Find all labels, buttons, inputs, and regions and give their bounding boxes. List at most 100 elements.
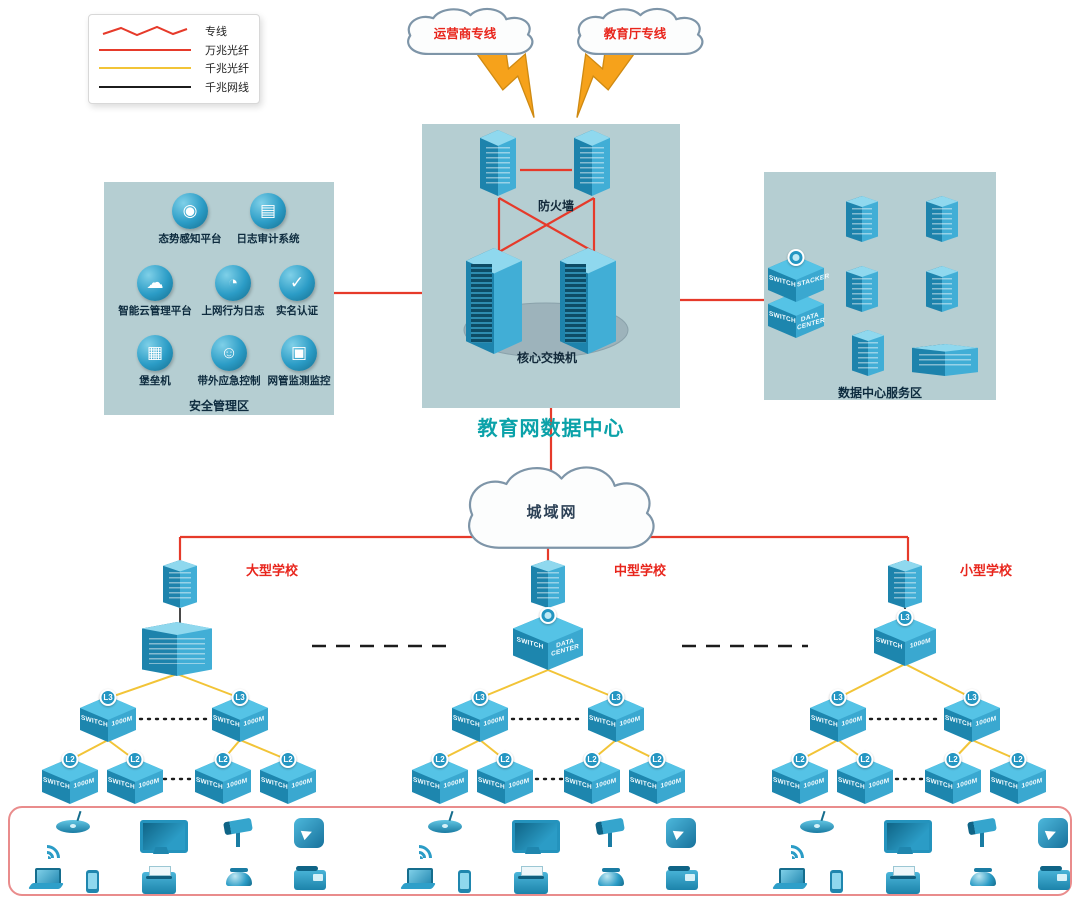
switch-face-label: SWITCH [565,775,592,791]
l2-switch: L2 SWITCH 1000M [925,751,981,804]
fiber-1g-sample [99,67,191,70]
legend-row: 专线 [99,23,249,39]
switch-face-label: SWITCH [773,775,800,791]
switch-face-label: 1000M [975,714,997,728]
switch-face-label: 1000M [956,776,978,790]
wifi-arc [415,854,425,864]
core-switch-left [466,248,522,354]
l2-switch: L2 SWITCH 1000M [564,751,620,804]
legend-label: 千兆光纤 [205,63,249,76]
laptop-icon [774,868,806,890]
legend: 专线 万兆光纤 千兆光纤 千兆网线 [88,14,260,104]
switch-face-label: 1000M [868,776,890,790]
switch-face-label: DATA CENTER [551,637,580,659]
security-item-label: 带外应急控制 [197,375,261,387]
l3-badge-icon: L3 [963,689,981,706]
vent-grill [851,277,873,305]
l3-badge-icon: L3 [829,689,847,706]
switch-face-label: SWITCH [517,636,544,652]
switch-face-label: 1000M [803,776,825,790]
security-item-label: 日志审计系统 [236,233,300,245]
man-cloud-label: 城域网 [526,504,578,521]
vent-grill [537,572,559,601]
switch-face-label: SWITCH [945,713,972,729]
l3-switch: L3 SWITCH 1000M [944,689,1000,742]
education-cloud-shape [578,9,702,54]
l3-badge-icon: L3 [99,689,117,706]
wifi-arc [787,854,797,864]
l2-badge-icon: L2 [944,751,962,768]
laptop-icon [30,868,62,890]
server-tower [846,196,878,242]
l3-badge-icon: L3 [607,689,625,706]
l3-aggregation-switch: L3 SWITCH 1000M [874,609,936,666]
vent-grill [580,147,604,186]
core-switch-right [560,248,616,354]
cloud-management-icon: ☁ [137,265,173,301]
switch-face-label: 1000M [111,714,133,728]
l2-badge-icon: L2 [214,751,232,768]
vent-grill [149,638,205,665]
server-tower [852,330,884,376]
smartphone-icon [458,870,471,893]
core-switch-label: 核心交换机 [516,351,577,365]
security-item-label: 态势感知平台 [158,233,222,245]
l2-badge-icon: L2 [496,751,514,768]
l2-badge-icon: L2 [648,751,666,768]
security-item-label: 上网行为日志 [201,305,265,317]
real-name-auth-icon: ✓ [279,265,315,301]
web-behavior-log-icon: ◔ [215,265,251,301]
wireless-ap-icon [428,820,462,833]
vent-grill [486,147,510,186]
firewall-label: 防火墙 [537,199,574,213]
l2-switch: L2 SWITCH 1000M [42,751,98,804]
l3-badge-icon: L3 [471,689,489,706]
switch-face-label: SWITCH [196,775,223,791]
server-tower [926,196,958,242]
l2-badge-icon: L2 [856,751,874,768]
switch-face-label: 1000M [483,714,505,728]
smartphone-icon [86,870,99,893]
fax-machine-icon [666,866,698,890]
smartphone-icon [830,870,843,893]
server-tower [846,266,878,312]
printer-icon [142,866,176,894]
paper-plane-icon [1038,818,1068,848]
l2-switch: L2 SWITCH 1000M [837,751,893,804]
datacenter-panel [422,124,680,408]
l2-badge-icon: L2 [126,751,144,768]
l2-switch: L2 SWITCH 1000M [629,751,685,804]
vent-grill [931,207,953,235]
switch-face-label: 1000M [619,714,641,728]
switch-face-label: SWITCH [769,273,796,289]
switch-face-label: SWITCH [81,713,108,729]
switch-face-label: STACKER [797,272,830,289]
security-item-label: 智能云管理平台 [118,305,192,317]
switch-face-label: SWITCH [589,713,616,729]
switch-face-label: 1000M [226,776,248,790]
switch-face-label: SWITCH [261,775,288,791]
paper-plane-icon [666,818,696,848]
switch-face-label: DATA CENTER [797,311,826,332]
switch-face-label: SWITCH [478,775,505,791]
vent-grill [894,572,916,601]
school-server [531,560,565,608]
hub-badge-icon [539,607,557,624]
wireless-ap-icon [800,820,834,833]
storage-array [912,344,978,376]
fiber-10g-sample [99,48,191,51]
switch-face-label: SWITCH [926,775,953,791]
l2-badge-icon: L2 [1009,751,1027,768]
l2-badge-icon: L2 [791,751,809,768]
log-audit-icon: ▤ [250,193,286,229]
switch-face-label: SWITCH [991,775,1018,791]
switch-face-label: 1000M [1021,776,1043,790]
l3-switch: L3 SWITCH 1000M [452,689,508,742]
vent-grill [169,572,191,601]
datacenter-switch: SWITCH DATA CENTER [513,607,583,670]
l3-badge-icon: L3 [231,689,249,706]
vent-grill [918,353,972,369]
l3-switch: L3 SWITCH 1000M [588,689,644,742]
legend-row: 千兆光纤 [99,60,249,76]
